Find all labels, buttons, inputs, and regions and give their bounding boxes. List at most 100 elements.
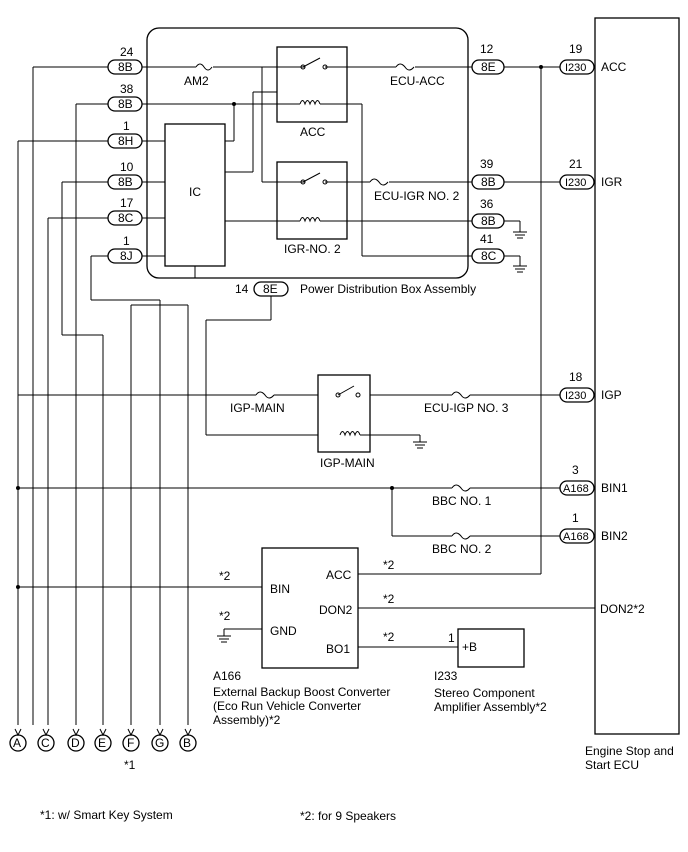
ecu-pin-conn: A168 [563,531,589,543]
ic-block [164,123,226,267]
ecu-igr-fuse-label: ECU-IGR NO. 2 [374,189,460,203]
relay-symbols [299,57,328,223]
pdb-wires [142,66,472,278]
terminal-label: C [41,736,50,750]
footnote-1: *1: w/ Smart Key System [40,808,173,822]
pin-conn: 8B [481,175,496,189]
converter-name-line1: External Backup Boost Converter [213,685,390,699]
amplifier-id: I233 [434,669,458,683]
converter-name-line2: (Eco Run Vehicle Converter [213,699,361,713]
terminal-label: F [127,736,134,750]
bbc-wires [16,486,560,537]
bus-lines [17,66,189,725]
pin-conn: 8B [481,214,496,228]
igp-main-relay-label: IGP-MAIN [320,456,375,470]
ecu-pin-num: 3 [572,463,579,477]
ecu-pin-num: 1 [572,511,579,525]
converter-pin-don2: DON2 [319,603,353,617]
ecu-pin-label: BIN2 [601,529,628,543]
pin-num: 1 [123,119,130,133]
ic-label: IC [189,185,201,199]
amplifier-pin-num: 1 [448,631,455,645]
pin-conn: 8B [118,60,133,74]
bin-note: *2 [219,569,231,583]
ground-symbols [217,220,527,643]
converter-id: A166 [213,669,241,683]
ecu-name-line2: Start ECU [585,758,639,772]
amplifier-pin-label: +B [462,640,477,654]
don2-note: *2 [383,592,395,606]
ecu-pin-label: BIN1 [601,481,628,495]
gnd-note: *2 [219,609,231,623]
terminal-label: D [71,736,80,750]
pdb-right-pins: 12 8E 39 8B 36 8B 41 8C [471,42,505,264]
terminal-label: E [98,736,106,750]
am2-fuse-icon [195,63,213,71]
pin-conn: 8B [118,97,133,111]
pin-conn: 8B [118,175,133,189]
converter-pin-gnd: GND [270,624,297,638]
ecu-pins: 19 I230 ACC 21 I230 IGR 18 I230 IGP 3 A1… [559,42,628,544]
fuse-symbols [195,63,471,540]
igr-relay-label: IGR-NO. 2 [284,242,341,256]
igr-relay [276,161,348,240]
bbc2-fuse-label: BBC NO. 2 [432,542,492,556]
terminal-f-note: *1 [124,758,136,772]
bbc2-fuse-icon [451,532,471,540]
pdb-title: Power Distribution Box Assembly [300,282,476,296]
pin-conn: 8H [118,134,133,148]
ecu-pin-conn: A168 [563,483,589,495]
pin-conn: 8E [481,60,496,74]
acc-relay [276,46,348,123]
converter-pin-bo1: BO1 [326,642,350,656]
pin-num: 12 [480,42,494,56]
pin-num: 39 [480,157,494,171]
footnote-2: *2: for 9 Speakers [300,809,396,823]
pin-num: 17 [120,196,134,210]
ecu-acc-fuse-icon [395,63,415,71]
ecu-pin-conn: I230 [565,390,586,402]
ecu-igp-fuse-icon [451,391,471,399]
ecu-pin-label: IGR [601,175,623,189]
terminal-label: A [13,736,21,750]
pin-num: 38 [120,82,134,96]
pin-num: 10 [120,160,134,174]
pin-num: 41 [480,232,494,246]
pin-num: 1 [123,234,130,248]
ecu-pin-label: ACC [601,60,627,74]
ecu-igp-fuse-label: ECU-IGP NO. 3 [424,401,509,415]
bbc1-fuse-icon [451,484,471,492]
ecu-pin-num: 19 [569,42,583,56]
bbc1-fuse-label: BBC NO. 1 [432,494,492,508]
igp-main-fuse-icon [255,391,275,399]
ecu-acc-fuse-label: ECU-ACC [390,74,445,88]
igp-main-fuse-label: IGP-MAIN [230,401,285,415]
ecu-pin-label: IGP [601,388,622,402]
pdb-bottom-pin-num: 14 [235,282,249,296]
bo1-note: *2 [383,630,395,644]
terminal-label: B [183,736,191,750]
converter-pin-bin: BIN [270,582,290,596]
pin-conn: 8C [481,249,497,263]
amplifier-name-line2: Amplifier Assembly*2 [434,700,547,714]
ecu-box [594,17,680,735]
ecu-pin-num: 21 [569,157,583,171]
amplifier-name-line1: Stereo Component [434,686,535,700]
am2-fuse-label: AM2 [184,74,209,88]
acc-note: *2 [383,558,395,572]
ecu-igr-fuse-icon [369,178,389,186]
converter-box [261,547,359,669]
pin-conn: 8C [118,211,134,225]
converter-pin-acc: ACC [326,568,352,582]
ecu-pin-num: 18 [569,370,583,384]
ecu-pin-conn: I230 [565,62,586,74]
pdb-bottom-pin-conn: 8E [263,282,278,296]
terminal-label: G [155,736,164,750]
terminals: A C D E F G B [9,728,197,752]
igp-main-relay [317,374,371,453]
pdb-left-pins: 24 8B 38 8B 1 8H 10 8B 17 8C 1 8J [107,45,143,264]
amplifier-box [457,628,525,668]
ecu-don2-label: DON2*2 [600,602,645,616]
pin-conn: 8J [120,249,133,263]
